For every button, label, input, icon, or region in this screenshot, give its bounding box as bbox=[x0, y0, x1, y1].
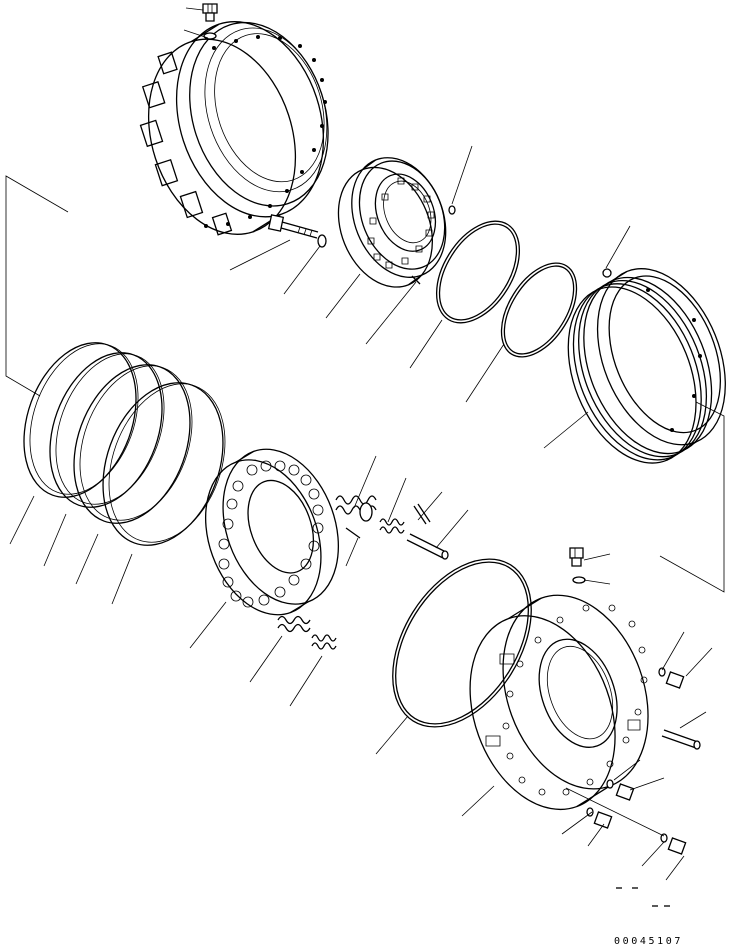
spring-lower-1 bbox=[278, 617, 310, 632]
piston-ring-housing bbox=[542, 250, 735, 482]
o-ring-cover bbox=[364, 534, 560, 752]
seal-ring-3 bbox=[53, 348, 212, 539]
cover-bolt bbox=[570, 548, 583, 566]
group-bracket-right bbox=[660, 402, 724, 592]
stud-bolt bbox=[662, 730, 700, 749]
washer-mid bbox=[318, 235, 326, 247]
plug-2 bbox=[607, 780, 634, 800]
reference-dashes bbox=[616, 888, 670, 906]
long-bolt bbox=[269, 215, 318, 238]
cover-washer bbox=[573, 577, 585, 583]
small-pin bbox=[412, 206, 455, 284]
guide-pin bbox=[407, 534, 448, 559]
housing-cage bbox=[118, 1, 355, 255]
spring-outer bbox=[336, 496, 376, 521]
group-bracket-left bbox=[6, 176, 68, 396]
drawing-number: 00045107 bbox=[614, 936, 683, 947]
seal-ring-4 bbox=[82, 366, 246, 562]
hex-bolt-top bbox=[203, 4, 217, 21]
plug-4 bbox=[661, 834, 686, 854]
o-ring-large bbox=[419, 206, 536, 337]
seal-ring-1 bbox=[4, 327, 158, 513]
spring-retainer-plate bbox=[320, 144, 464, 302]
end-cover bbox=[442, 575, 677, 830]
plug-3 bbox=[587, 808, 612, 828]
plug-1 bbox=[659, 668, 684, 688]
leader-lines bbox=[10, 8, 712, 880]
spring-lower-2 bbox=[312, 635, 336, 649]
washer-top bbox=[204, 33, 216, 39]
piston bbox=[184, 433, 360, 631]
o-ring-small bbox=[486, 250, 592, 370]
spring-inner bbox=[380, 519, 404, 533]
